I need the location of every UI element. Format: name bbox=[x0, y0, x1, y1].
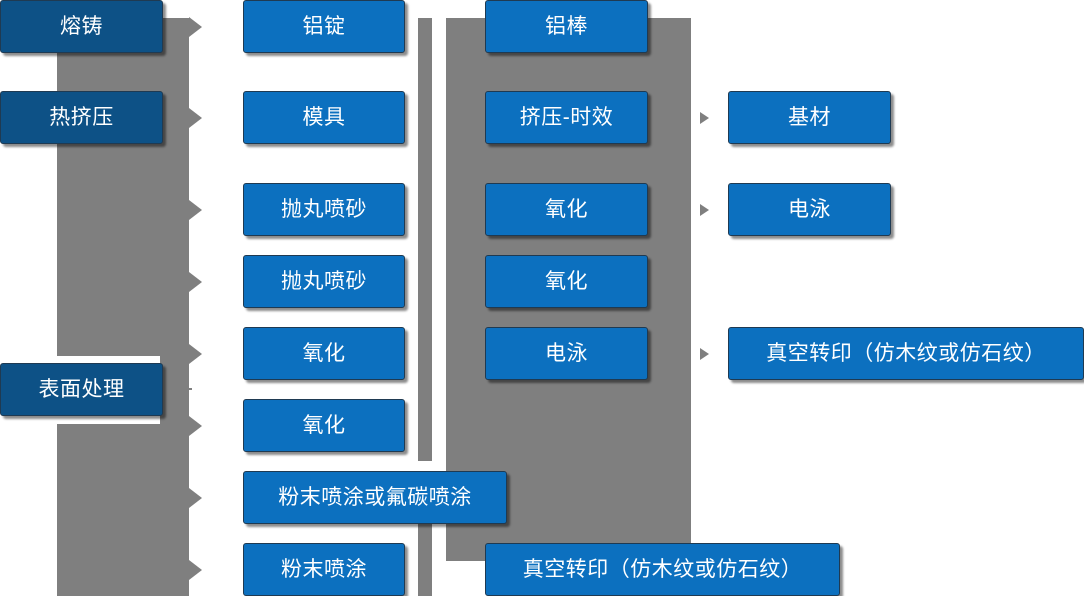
stage-label: 表面处理 bbox=[38, 378, 125, 401]
rail-gap-6 bbox=[418, 461, 446, 471]
connector-rail-thin bbox=[418, 18, 432, 461]
stage-box-surface-treatment[interactable]: 表面处理 bbox=[0, 363, 163, 416]
step-label: 铝锭 bbox=[302, 15, 346, 38]
step-box-shot-blasting-2[interactable]: 抛丸喷砂 bbox=[243, 255, 405, 308]
stage-label: 熔铸 bbox=[60, 15, 103, 38]
step-box-shot-blasting-1[interactable]: 抛丸喷砂 bbox=[243, 183, 405, 236]
step-label: 铝棒 bbox=[545, 15, 588, 38]
output-box-vacuum-transfer-print[interactable]: 真空转印（仿木纹或仿石纹） bbox=[728, 327, 1084, 380]
output-label: 真空转印（仿木纹或仿石纹） bbox=[766, 342, 1046, 365]
step-label: 抛丸喷砂 bbox=[281, 198, 367, 221]
step-box-powder-or-fluorocarbon-coating[interactable]: 粉末喷涂或氟碳喷涂 bbox=[243, 471, 507, 524]
step-box-electrophoresis[interactable]: 电泳 bbox=[485, 327, 648, 380]
step-box-oxidation-1[interactable]: 氧化 bbox=[243, 327, 405, 380]
stage-label: 热挤压 bbox=[49, 106, 114, 129]
rail-gap-2 bbox=[432, 102, 446, 106]
step-label: 挤压-时效 bbox=[519, 106, 614, 129]
step-label: 氧化 bbox=[545, 270, 588, 293]
arrow-to-output-substrate bbox=[700, 112, 709, 124]
output-box-electrophoresis[interactable]: 电泳 bbox=[728, 183, 891, 236]
step-label: 氧化 bbox=[302, 342, 346, 365]
arrow-to-step-blast-2 bbox=[189, 272, 202, 292]
stage-box-smelting[interactable]: 熔铸 bbox=[0, 0, 163, 53]
arrow-to-step-coating-2 bbox=[189, 560, 202, 580]
step-box-mold[interactable]: 模具 bbox=[243, 91, 405, 144]
arrow-to-step-blast-1 bbox=[189, 200, 202, 220]
step-box-oxidation-4[interactable]: 氧化 bbox=[485, 255, 648, 308]
arrow-to-step-ingot bbox=[189, 17, 202, 37]
step-label: 粉末喷涂或氟碳喷涂 bbox=[278, 486, 472, 509]
arrow-to-step-oxide-1 bbox=[189, 344, 202, 364]
step-label: 电泳 bbox=[545, 342, 588, 365]
arrow-down-smelting-to-extrusion bbox=[66, 68, 84, 79]
rail-gap-3 bbox=[432, 183, 446, 187]
rail-gap-1 bbox=[432, 18, 446, 22]
arrow-to-output-vacuum bbox=[700, 348, 709, 360]
step-box-powder-coating[interactable]: 粉末喷涂 bbox=[243, 543, 405, 596]
arrow-to-step-mold bbox=[189, 108, 202, 128]
arrow-to-step-coating-1 bbox=[189, 488, 202, 508]
step-box-extrusion-aging[interactable]: 挤压-时效 bbox=[485, 91, 648, 144]
step-label: 抛丸喷砂 bbox=[281, 270, 367, 293]
rail-gap-7 bbox=[432, 561, 446, 565]
output-box-substrate[interactable]: 基材 bbox=[728, 91, 891, 144]
arrow-to-step-oxide-2 bbox=[189, 416, 202, 436]
step-box-oxidation-2[interactable]: 氧化 bbox=[243, 399, 405, 452]
rail-gap-4 bbox=[432, 234, 446, 238]
step-box-oxidation-3[interactable]: 氧化 bbox=[485, 183, 648, 236]
step-label: 模具 bbox=[302, 106, 346, 129]
step-label: 粉末喷涂 bbox=[281, 558, 367, 581]
arrow-down-extrusion-to-surface bbox=[66, 339, 84, 350]
arrow-to-output-electro bbox=[700, 204, 709, 216]
step-label: 真空转印（仿木纹或仿石纹） bbox=[522, 558, 803, 581]
step-box-aluminum-ingot[interactable]: 铝锭 bbox=[243, 0, 405, 53]
connector-stub-surface bbox=[160, 388, 192, 390]
step-box-aluminum-bar[interactable]: 铝棒 bbox=[485, 0, 648, 53]
step-box-vacuum-transfer-print-lower[interactable]: 真空转印（仿木纹或仿石纹） bbox=[485, 543, 840, 596]
output-label: 基材 bbox=[788, 106, 831, 129]
stage-box-hot-extrusion[interactable]: 热挤压 bbox=[0, 91, 163, 144]
rail-gap-5 bbox=[432, 297, 446, 301]
step-label: 氧化 bbox=[302, 414, 346, 437]
output-label: 电泳 bbox=[788, 198, 831, 221]
step-label: 氧化 bbox=[545, 198, 588, 221]
